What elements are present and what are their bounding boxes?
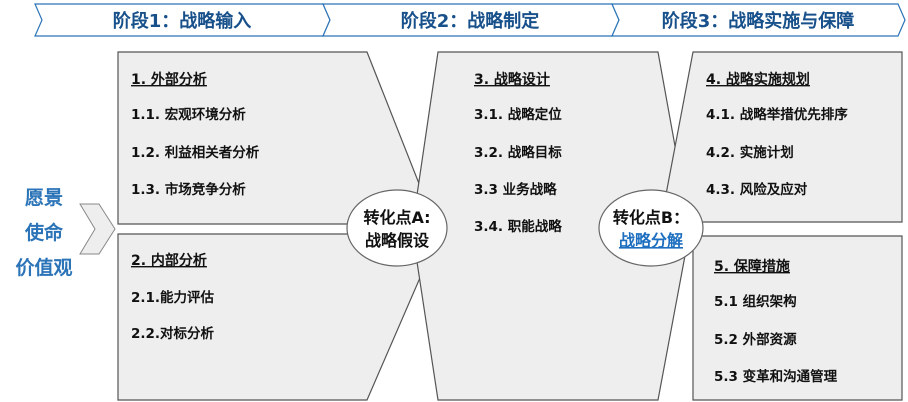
- external-item: 1.1. 宏观环境分析: [131, 106, 246, 123]
- assurance-item: 5.3 变革和沟通管理: [714, 368, 838, 385]
- design-item: 3.2. 战略目标: [474, 144, 562, 161]
- external-item: 1.3. 市场竞争分析: [131, 181, 246, 198]
- stage-3-chevron: [611, 3, 906, 37]
- conversion-b-circle: [598, 189, 704, 267]
- conversion-b-line2[interactable]: 战略分解: [619, 231, 683, 250]
- stage-1-label: 阶段1：战略输入: [113, 10, 252, 32]
- vision-label: 愿景: [25, 187, 63, 209]
- external-item: 1.2. 利益相关者分析: [131, 144, 260, 161]
- conversion-a-line1: 转化点A:: [363, 208, 430, 227]
- design-item: 3.4. 职能战略: [474, 218, 562, 235]
- conversion-a-line2: 战略假设: [365, 231, 430, 250]
- strategy-design-title: 3. 战略设计: [474, 71, 550, 88]
- conversion-b-line1: 转化点B：: [613, 208, 689, 227]
- internal-item: 2.2.对标分析: [131, 325, 215, 342]
- design-item: 3.1. 战略定位: [474, 106, 562, 123]
- implementation-item: 4.2. 实施计划: [706, 144, 794, 161]
- assurance-title: 5. 保障措施: [714, 258, 790, 275]
- external-analysis-title: 1. 外部分析: [131, 71, 207, 88]
- implementation-item: 4.3. 风险及应对: [706, 181, 808, 198]
- assurance-item: 5.2 外部资源: [714, 331, 797, 348]
- stage-3-label: 阶段3：战略实施与保障: [662, 10, 855, 32]
- conversion-a-circle: [346, 189, 448, 267]
- implementation-title: 4. 战略实施规划: [706, 71, 810, 88]
- design-item: 3.3 业务战略: [474, 181, 557, 198]
- values-label: 价值观: [15, 256, 72, 279]
- internal-analysis-title: 2. 内部分析: [131, 252, 207, 269]
- mission-label: 使命: [24, 221, 64, 244]
- internal-analysis-box: [117, 233, 440, 401]
- assurance-item: 5.1 组织架构: [714, 293, 797, 310]
- stage-2-label: 阶段2：战略制定: [401, 10, 540, 32]
- implementation-item: 4.1. 战略举措优先排序: [706, 106, 848, 123]
- side-chevron-arrow: [79, 203, 116, 255]
- internal-item: 2.1.能力评估: [131, 289, 215, 306]
